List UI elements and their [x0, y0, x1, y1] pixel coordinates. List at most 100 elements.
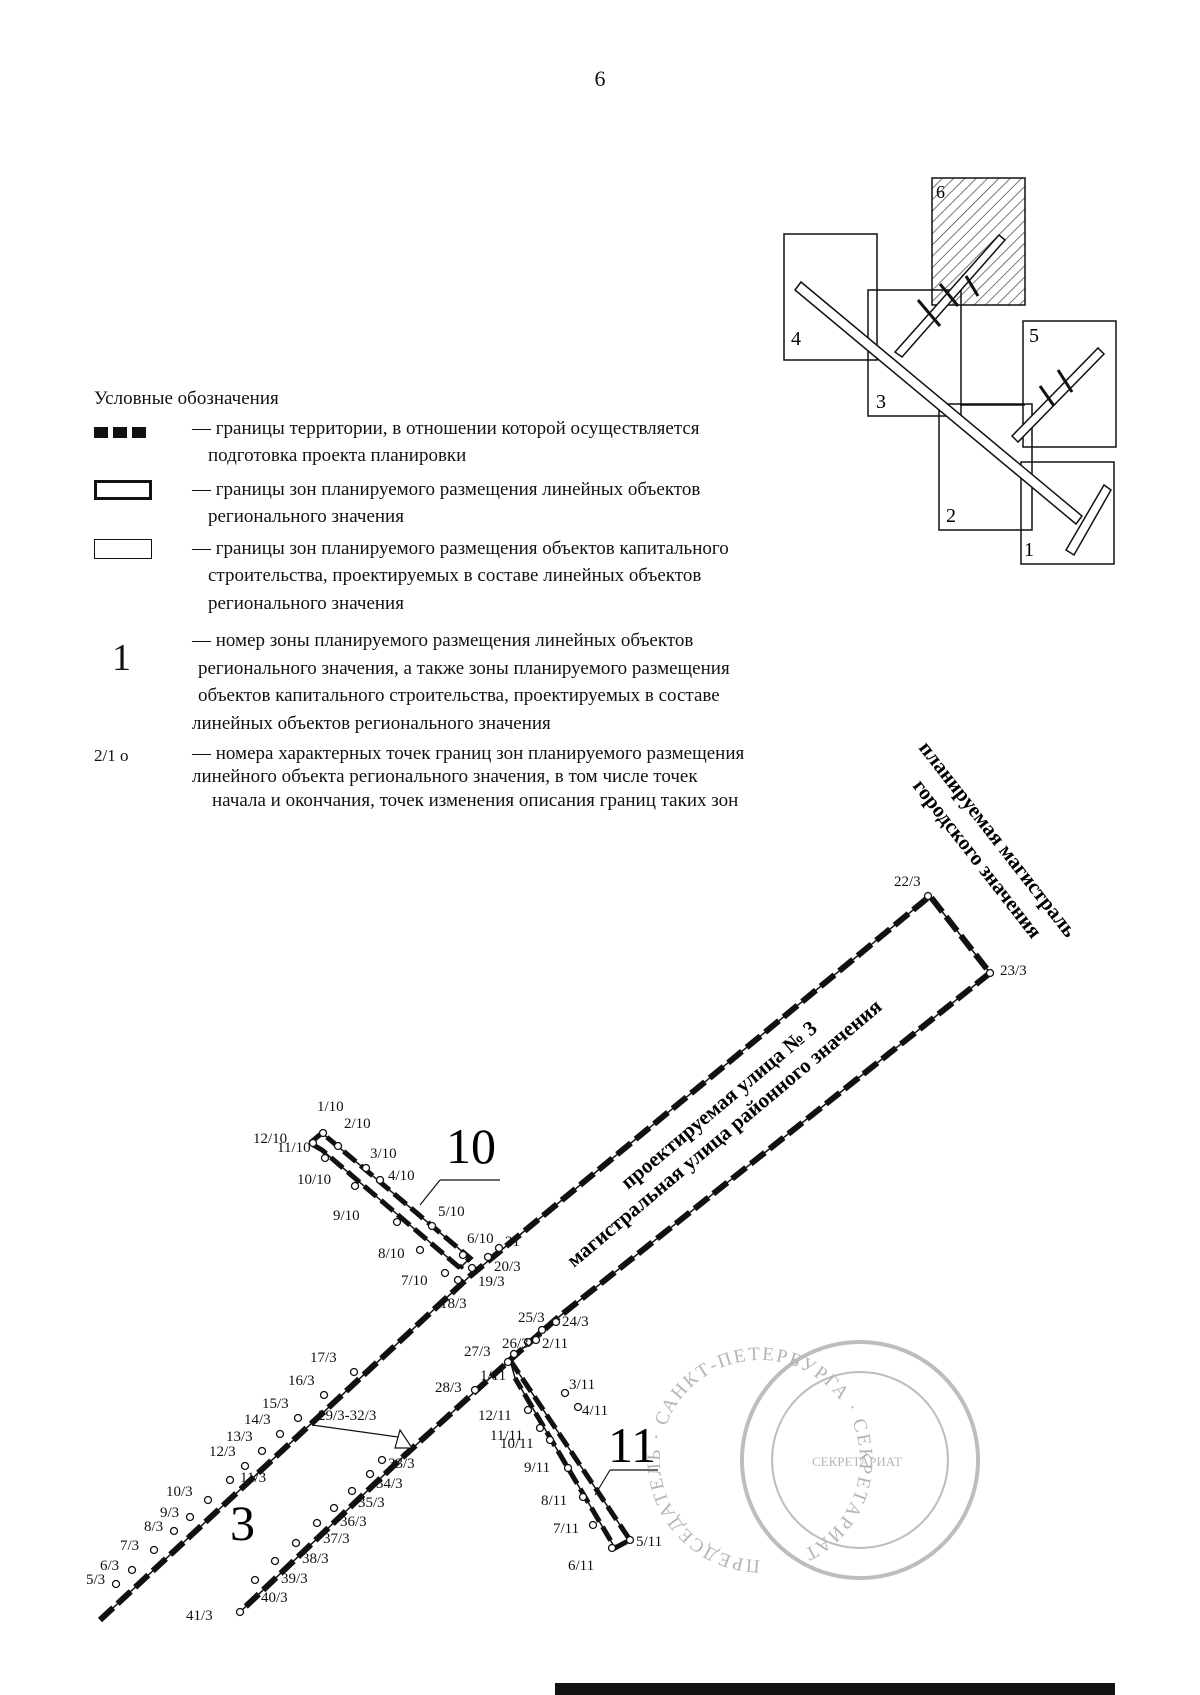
- point-label: 9/11: [524, 1460, 550, 1476]
- zone-number-10: 10: [446, 1118, 496, 1174]
- point-label: 23/3: [1000, 963, 1027, 979]
- point-marker: [607, 1543, 617, 1553]
- point-marker: [270, 1556, 280, 1566]
- point-label: 6/10: [467, 1231, 494, 1247]
- point-marker: [275, 1429, 285, 1439]
- point-label: 5/11: [636, 1534, 662, 1550]
- point-label: 41/3: [186, 1608, 213, 1624]
- point-label: 10/3: [166, 1484, 193, 1500]
- street-label-main-1: проектируемая улица № 3: [616, 1016, 822, 1194]
- point-label: 34/3: [376, 1476, 403, 1492]
- key-sheet-4: [783, 233, 878, 361]
- key-label-4: 4: [791, 328, 801, 350]
- point-label: 28/3: [435, 1380, 462, 1396]
- point-label: 4/10: [388, 1168, 415, 1184]
- point-marker: [551, 1317, 561, 1327]
- point-marker: [470, 1385, 480, 1395]
- point-label: 12/11: [478, 1408, 512, 1424]
- point-label: 7/10: [401, 1273, 428, 1289]
- point-marker: [257, 1446, 267, 1456]
- legend-item-zone-number: 1 — номер зоны планируемого размещения л…: [112, 630, 730, 735]
- point-marker: [560, 1388, 570, 1398]
- point-marker: [523, 1337, 533, 1347]
- point-label: 8/11: [541, 1493, 567, 1509]
- point-marker: [440, 1268, 450, 1278]
- zone-number-symbol: 1: [112, 637, 131, 680]
- point-marker: [483, 1252, 493, 1262]
- point-label: 17/3: [310, 1350, 337, 1366]
- point-label: 39/3: [281, 1571, 308, 1587]
- point-label: 7/3: [120, 1538, 139, 1554]
- key-sheet-1: [1020, 461, 1115, 565]
- point-label: 3/10: [370, 1146, 397, 1162]
- point-label: 8/10: [378, 1246, 405, 1262]
- key-label-1: 1: [1024, 539, 1034, 561]
- point-label: 11/3: [240, 1470, 266, 1486]
- characteristic-points: 1/102/103/104/105/106/107/108/109/1010/1…: [86, 874, 1027, 1624]
- point-marker: [458, 1250, 468, 1260]
- point-marker: [503, 1357, 513, 1367]
- legend-item-territory: — границы территории, в отношении которо…: [94, 415, 854, 470]
- point-marker: [350, 1181, 360, 1191]
- legend: Условные обозначения — границы территори…: [94, 385, 854, 813]
- point-label: 11/10: [277, 1140, 311, 1156]
- legend-item-linear-zones: — границы зон планируемого размещения ли…: [94, 476, 854, 531]
- street-label-main-2: магистральная улица районного значения: [562, 994, 887, 1272]
- point-marker: [625, 1535, 635, 1545]
- point-marker: [365, 1469, 375, 1479]
- key-map: 6 4 3 5 2 1: [783, 177, 1117, 565]
- key-sheet-2: [938, 403, 1033, 531]
- point-label: 12/3: [209, 1444, 236, 1460]
- page-number: 6: [594, 66, 606, 91]
- zone-number-3: 3: [230, 1495, 255, 1551]
- point-marker: [318, 1128, 328, 1138]
- point-marker: [250, 1575, 260, 1585]
- point-label: 33/3: [388, 1456, 415, 1472]
- point-marker: [415, 1245, 425, 1255]
- point-label: 38/3: [302, 1551, 329, 1567]
- point-label: 10/11: [500, 1436, 534, 1452]
- thin-rectangle-symbol: [94, 538, 152, 559]
- point-marker: [578, 1492, 588, 1502]
- point-marker: [545, 1435, 555, 1445]
- point-marker: [361, 1163, 371, 1173]
- svg-text:СЕКРЕТАРИАТ: СЕКРЕТАРИАТ: [812, 1454, 902, 1469]
- point-label: 11/11: [490, 1428, 523, 1444]
- point-marker: [573, 1402, 583, 1412]
- point-marker: [291, 1538, 301, 1548]
- point-label: 35/3: [358, 1495, 385, 1511]
- point-label: 18/3: [440, 1296, 467, 1312]
- point-marker: [531, 1335, 541, 1345]
- legend-item-capital-zones: — границы зон планируемого размещения об…: [94, 535, 854, 618]
- point-marker: [329, 1503, 339, 1513]
- point-label: 9/3: [160, 1505, 179, 1521]
- point-label: 8/3: [144, 1519, 163, 1535]
- point-label: 6/11: [568, 1558, 594, 1574]
- key-label-3: 3: [876, 391, 886, 413]
- point-label: 4/11: [582, 1403, 608, 1419]
- point-marker: [392, 1217, 402, 1227]
- point-label: 24/3: [562, 1314, 589, 1330]
- point-marker: [923, 891, 933, 901]
- point-label: 13/3: [226, 1429, 253, 1445]
- point-marker: [333, 1141, 343, 1151]
- point-marker: [169, 1526, 179, 1536]
- point-marker: [111, 1579, 121, 1589]
- point-label: 1/10: [317, 1099, 344, 1115]
- zone-number-11: 11: [608, 1417, 656, 1473]
- point-marker: [537, 1325, 547, 1335]
- key-label-6: 6: [936, 182, 945, 202]
- point-label: 27/3: [464, 1344, 491, 1360]
- point-label: 12/10: [253, 1131, 287, 1147]
- point-label: 9/10: [333, 1208, 360, 1224]
- legend-item-point-numbers: 2/1 o — номера характерных точек границ …: [94, 742, 745, 812]
- point-marker: [985, 968, 995, 978]
- point-label: 2/10: [344, 1116, 371, 1132]
- legend-title: Условные обозначения: [94, 388, 279, 409]
- point-marker: [375, 1175, 385, 1185]
- official-stamp: ПРЕДСЕДАТЕЛЬ · САНКТ-ПЕТЕРБУРГА · СЕКРЕТ…: [644, 1340, 980, 1580]
- point-label: 1/11: [480, 1368, 506, 1384]
- point-marker: [453, 1275, 463, 1285]
- point-label-symbol: 2/1 o: [94, 745, 129, 765]
- point-marker: [588, 1520, 598, 1530]
